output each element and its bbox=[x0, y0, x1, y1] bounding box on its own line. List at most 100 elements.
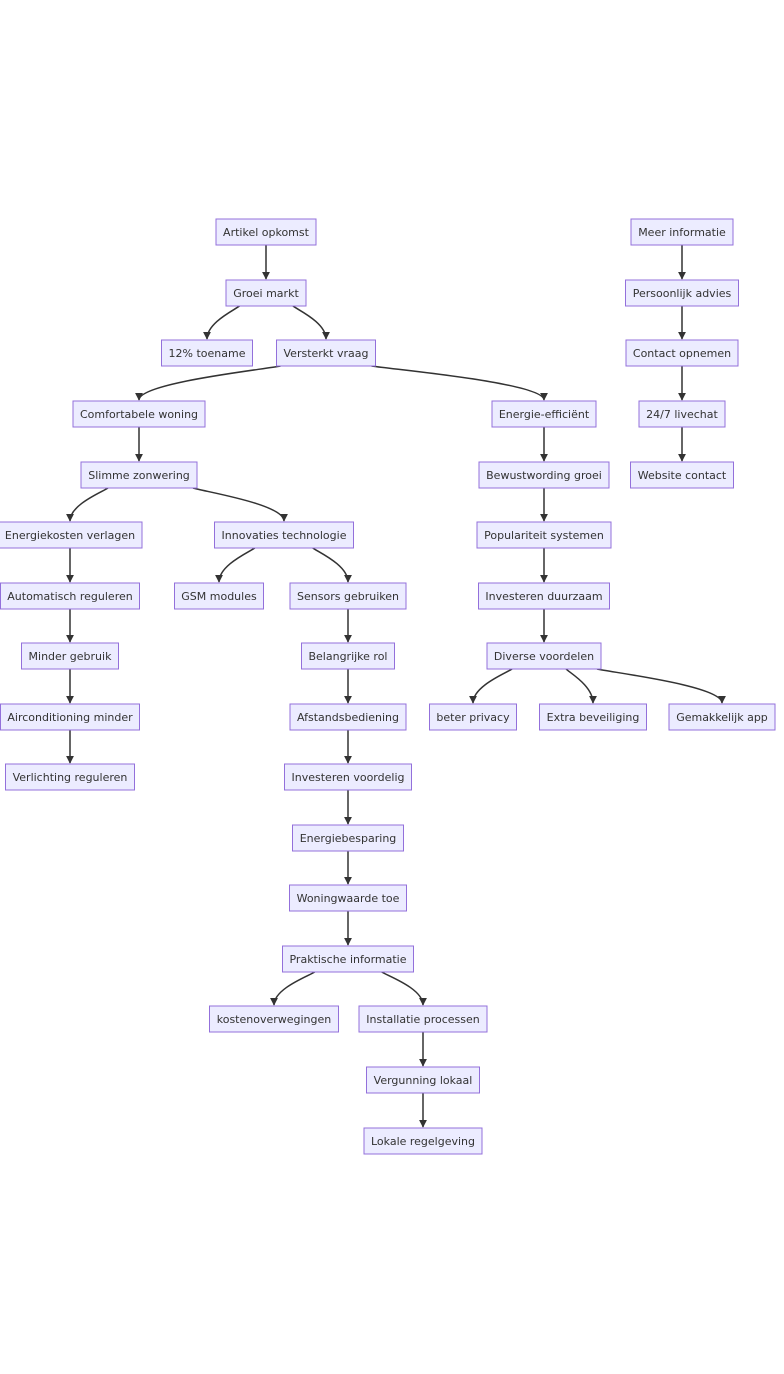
node-comfort: Comfortabele woning bbox=[72, 400, 206, 428]
node-box bbox=[161, 339, 253, 367]
node-box bbox=[625, 279, 739, 307]
node-box bbox=[358, 1005, 488, 1033]
node-box bbox=[486, 642, 602, 670]
node-box bbox=[289, 582, 407, 610]
node-groei: Groei markt bbox=[225, 279, 307, 307]
node-box bbox=[80, 461, 198, 489]
node-box bbox=[630, 461, 734, 489]
edge-groei-to-vraag bbox=[292, 305, 330, 340]
node-label: Investeren duurzaam bbox=[485, 590, 602, 603]
node-label: Energiekosten verlagen bbox=[5, 529, 135, 542]
node-artikel: Artikel opkomst bbox=[215, 218, 317, 246]
node-label: Verlichting reguleren bbox=[13, 771, 128, 784]
node-label: beter privacy bbox=[436, 711, 510, 724]
node-label: Airconditioning minder bbox=[7, 711, 133, 724]
node-label: Groei markt bbox=[233, 287, 299, 300]
node-box bbox=[668, 703, 776, 731]
node-box bbox=[289, 884, 407, 912]
node-kostover: kostenoverwegingen bbox=[209, 1005, 339, 1033]
edge-slimme-to-kosten bbox=[66, 487, 109, 522]
node-box bbox=[276, 339, 376, 367]
edge-diverse-to-app bbox=[596, 668, 726, 704]
node-box bbox=[539, 703, 647, 731]
node-label: Gemakkelijk app bbox=[676, 711, 768, 724]
node-slimme: Slimme zonwering bbox=[80, 461, 198, 489]
node-energieeff: Energie-efficiënt bbox=[491, 400, 597, 428]
node-besparing: Energiebesparing bbox=[292, 824, 404, 852]
node-label: Energiebesparing bbox=[300, 832, 397, 845]
node-box bbox=[292, 824, 404, 852]
node-label: kostenoverwegingen bbox=[217, 1013, 332, 1026]
node-box bbox=[284, 763, 412, 791]
node-prakt: Praktische informatie bbox=[282, 945, 414, 973]
node-box bbox=[638, 400, 726, 428]
edge-innov-to-sensors bbox=[312, 547, 352, 583]
node-box bbox=[0, 703, 140, 731]
node-label: Meer informatie bbox=[638, 226, 726, 239]
node-gsm: GSM modules bbox=[174, 582, 264, 610]
node-woning: Woningwaarde toe bbox=[289, 884, 407, 912]
edge-diverse-to-beveil bbox=[565, 668, 597, 704]
node-box bbox=[282, 945, 414, 973]
node-autoreg: Automatisch reguleren bbox=[0, 582, 140, 610]
node-box bbox=[215, 218, 317, 246]
node-box bbox=[625, 339, 739, 367]
node-box bbox=[363, 1127, 483, 1155]
node-sensors: Sensors gebruiken bbox=[289, 582, 407, 610]
node-label: Energie-efficiënt bbox=[499, 408, 590, 421]
node-belang: Belangrijke rol bbox=[301, 642, 395, 670]
node-box bbox=[21, 642, 119, 670]
node-label: Bewustwording groei bbox=[486, 469, 602, 482]
node-box bbox=[0, 582, 140, 610]
node-invduur: Investeren duurzaam bbox=[478, 582, 610, 610]
node-airco: Airconditioning minder bbox=[0, 703, 140, 731]
edge-groei-to-toename bbox=[203, 305, 240, 340]
node-label: Extra beveiliging bbox=[547, 711, 640, 724]
node-box bbox=[630, 218, 734, 246]
node-box bbox=[366, 1066, 480, 1094]
edge-innov-to-gsm bbox=[215, 547, 256, 583]
node-vergun: Vergunning lokaal bbox=[366, 1066, 480, 1094]
node-contact: Contact opnemen bbox=[625, 339, 739, 367]
node-kosten: Energiekosten verlagen bbox=[0, 521, 143, 549]
node-label: Versterkt vraag bbox=[284, 347, 369, 360]
node-bewust: Bewustwording groei bbox=[478, 461, 610, 489]
node-vraag: Versterkt vraag bbox=[276, 339, 376, 367]
node-label: Lokale regelgeving bbox=[371, 1135, 475, 1148]
node-box bbox=[225, 279, 307, 307]
node-label: 24/7 livechat bbox=[646, 408, 718, 421]
node-label: GSM modules bbox=[181, 590, 257, 603]
node-label: Woningwaarde toe bbox=[297, 892, 400, 905]
node-advies: Persoonlijk advies bbox=[625, 279, 739, 307]
node-box bbox=[209, 1005, 339, 1033]
node-regel: Lokale regelgeving bbox=[363, 1127, 483, 1155]
node-box bbox=[478, 582, 610, 610]
edges-layer bbox=[66, 245, 726, 1128]
node-label: Persoonlijk advies bbox=[633, 287, 732, 300]
node-label: Diverse voordelen bbox=[494, 650, 594, 663]
node-verlicht: Verlichting reguleren bbox=[5, 763, 135, 791]
node-diverse: Diverse voordelen bbox=[486, 642, 602, 670]
node-beveil: Extra beveiliging bbox=[539, 703, 647, 731]
edge-vraag-to-comfort bbox=[135, 365, 281, 401]
node-label: Minder gebruik bbox=[29, 650, 113, 663]
node-app: Gemakkelijk app bbox=[668, 703, 776, 731]
node-minder: Minder gebruik bbox=[21, 642, 119, 670]
node-afstand: Afstandsbediening bbox=[289, 703, 407, 731]
node-label: 12% toename bbox=[169, 347, 246, 360]
node-chat: 24/7 livechat bbox=[638, 400, 726, 428]
node-label: Innovaties technologie bbox=[222, 529, 347, 542]
node-toename: 12% toename bbox=[161, 339, 253, 367]
node-label: Investeren voordelig bbox=[292, 771, 405, 784]
node-invvoord: Investeren voordelig bbox=[284, 763, 412, 791]
node-box bbox=[491, 400, 597, 428]
node-label: Praktische informatie bbox=[289, 953, 406, 966]
node-box bbox=[289, 703, 407, 731]
node-install: Installatie processen bbox=[358, 1005, 488, 1033]
node-box bbox=[476, 521, 612, 549]
node-label: Installatie processen bbox=[366, 1013, 480, 1026]
node-box bbox=[5, 763, 135, 791]
edge-vraag-to-energieeff bbox=[371, 365, 548, 401]
node-label: Contact opnemen bbox=[633, 347, 731, 360]
